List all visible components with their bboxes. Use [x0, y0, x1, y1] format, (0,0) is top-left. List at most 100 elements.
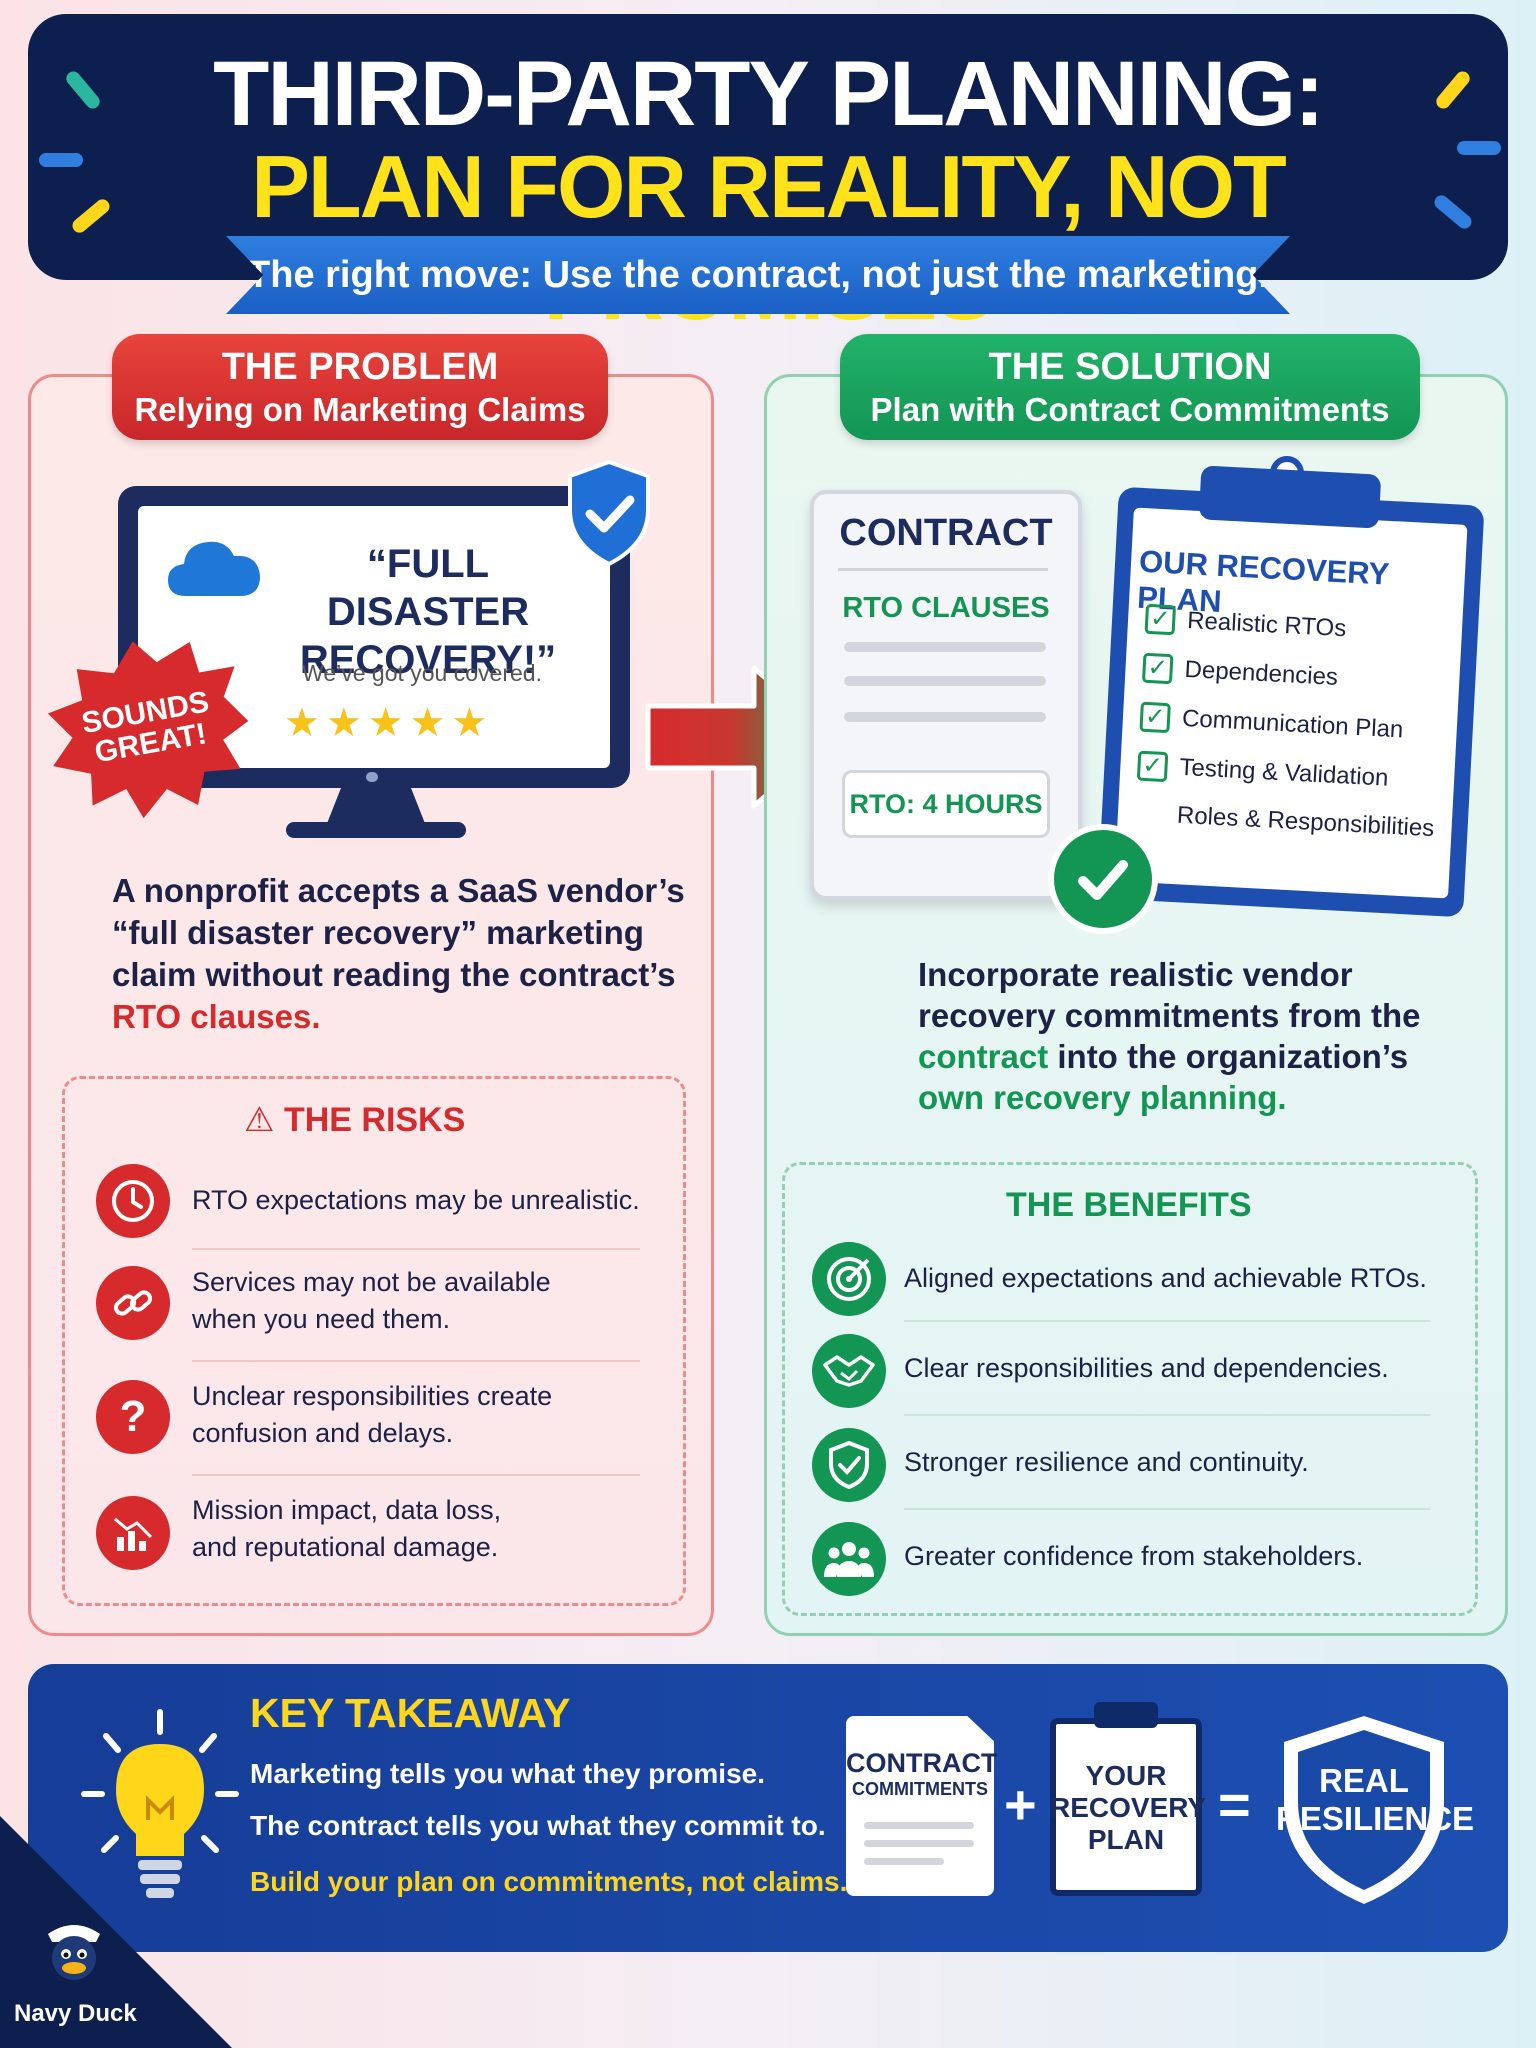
people-icon — [812, 1522, 886, 1596]
solution-text-line1: Incorporate realistic vendor — [918, 956, 1353, 993]
risk-item-3: Unclear responsibilities create confusio… — [192, 1378, 552, 1452]
divider — [192, 1474, 640, 1476]
shield-check-badge-icon — [568, 459, 650, 567]
plan-label-line1: YOUR — [1085, 1760, 1167, 1791]
cloud-icon — [168, 541, 260, 596]
checkbox-checked-icon: ✓ — [1139, 701, 1171, 734]
risk-item-2: Services may not be available when you n… — [192, 1264, 551, 1338]
contract-text-line — [844, 642, 1046, 652]
risk-3-line1: Unclear responsibilities create — [192, 1381, 553, 1411]
duck-mascot-icon — [48, 1925, 100, 1980]
question-icon: ? — [96, 1380, 170, 1454]
monitor-stand — [326, 788, 426, 826]
real-resilience-label: REAL RESILIENCE — [1276, 1762, 1475, 1838]
takeaway-line1: Marketing tells you what they promise. — [250, 1758, 766, 1789]
takeaway-line3: Build your plan on commitments, not clai… — [250, 1866, 848, 1897]
solution-description: Incorporate realistic vendor recovery co… — [918, 954, 1438, 1118]
contract-rule — [838, 568, 1048, 571]
quote-line2: RECOVERY!” — [299, 638, 557, 682]
shield-check-icon — [812, 1428, 886, 1502]
problem-text-line2: “full disaster recovery” marketing — [112, 914, 644, 951]
risk-2-line1: Services may not be available — [192, 1267, 551, 1297]
problem-heading-pill: THE PROBLEM Relying on Marketing Claims — [112, 334, 608, 440]
clipboard-clip — [1198, 465, 1382, 529]
doc-text-line — [864, 1822, 974, 1829]
lightbulb-icon — [81, 1709, 239, 1898]
clipboard-clip — [1094, 1702, 1158, 1728]
your-recovery-plan-label: YOUR RECOVERY PLAN — [1050, 1760, 1207, 1856]
risks-title: ⚠ THE RISKS — [244, 1100, 465, 1140]
contract-text-line — [844, 676, 1046, 686]
resilience-shield-icon — [1284, 1716, 1444, 1904]
doc-text-line — [864, 1858, 944, 1865]
plus-sign: + — [1004, 1773, 1037, 1836]
takeaway-line2: The contract tells you what they commit … — [250, 1810, 826, 1841]
plan-label-line2: RECOVERY — [1050, 1792, 1207, 1823]
sparkle-icon — [39, 153, 83, 167]
subtitle-text: The right move: Use the contract, not ju… — [247, 253, 1269, 296]
plan-item: ✓ Communication Plan — [1139, 701, 1460, 749]
rto-clauses-label: RTO CLAUSES — [842, 592, 1050, 624]
divider — [904, 1508, 1430, 1510]
contract-commitments-document-icon — [846, 1716, 994, 1896]
declining-chart-icon — [96, 1496, 170, 1570]
problem-text-line1: A nonprofit accepts a SaaS vendor’s — [112, 872, 685, 909]
broken-link-icon — [96, 1266, 170, 1340]
plan-item: ✓ Testing & Validation — [1136, 750, 1458, 798]
equals-sign: = — [1218, 1773, 1251, 1836]
doc-label-line2: COMMITMENTS — [852, 1779, 988, 1799]
doc-text-line — [864, 1840, 974, 1847]
five-star-rating: ★★★★★ — [284, 701, 494, 745]
sparkle-icon — [1457, 141, 1501, 155]
solution-text-line3-rest: into the organization’s — [1048, 1038, 1409, 1075]
brand-name: Navy Duck — [14, 2000, 137, 2027]
solution-subheading: Plan with Contract Commitments — [870, 390, 1390, 428]
result-line2: RESILIENCE — [1276, 1800, 1475, 1837]
risk-3-line2: confusion and delays. — [192, 1418, 454, 1448]
target-icon — [812, 1242, 886, 1316]
benefit-item-1: Aligned expectations and achievable RTOs… — [904, 1263, 1427, 1293]
monitor-power-dot — [366, 772, 378, 782]
risk-1-line1: RTO expectations may be unrealistic. — [192, 1185, 640, 1215]
marketing-quote: “FULL DISASTER RECOVERY!” — [268, 540, 588, 684]
solution-text-line3: contract into the organization’s — [918, 1036, 1438, 1077]
divider — [904, 1414, 1430, 1416]
contract-text-line — [844, 712, 1046, 722]
checkbox-checked-icon: ✓ — [1136, 750, 1169, 783]
plan-label-line3: PLAN — [1087, 1824, 1165, 1855]
benefit-item-4: Greater confidence from stakeholders. — [904, 1541, 1364, 1571]
solution-text-line2: recovery commitments from the — [918, 997, 1421, 1034]
key-takeaway-banner — [28, 1664, 1508, 1952]
page-title-line1: THIRD-PARTY PLANNING: — [213, 43, 1325, 145]
monitor-base — [286, 822, 466, 838]
checkbox-checked-icon: ✓ — [1141, 652, 1174, 685]
benefits-title: THE BENEFITS — [1006, 1186, 1252, 1224]
approved-check-icon — [1048, 824, 1158, 934]
doc-label-line1: CONTRACT — [846, 1748, 998, 1778]
plan-item-label: Testing & Validation — [1178, 753, 1390, 792]
risks-title-text: THE RISKS — [283, 1101, 466, 1139]
benefit-item-3: Stronger resilience and continuity. — [904, 1447, 1309, 1477]
solution-text-contract: contract — [918, 1038, 1049, 1075]
risk-4-line1: Mission impact, data loss, — [192, 1495, 502, 1525]
divider — [904, 1320, 1430, 1322]
handshake-icon — [812, 1334, 886, 1408]
recovery-plan-list: ✓ Realistic RTOs ✓ Dependencies ✓ Commun… — [1134, 603, 1465, 844]
benefit-item-2: Clear responsibilities and dependencies. — [904, 1353, 1389, 1383]
risk-2-line2: when you need them. — [192, 1304, 451, 1334]
quote-line1: “FULL DISASTER — [326, 542, 530, 634]
contract-title: CONTRACT — [839, 512, 1053, 554]
solution-heading: THE SOLUTION — [988, 345, 1272, 388]
risks-box — [62, 1076, 686, 1606]
plan-item-label: Realistic RTOs — [1186, 606, 1347, 643]
problem-text-line3: claim without reading the contract’s — [112, 956, 676, 993]
problem-description: A nonprofit accepts a SaaS vendor’s “ful… — [112, 870, 692, 1038]
clock-icon — [96, 1164, 170, 1238]
checkbox-checked-icon: ✓ — [1144, 603, 1177, 636]
plan-item-label: Dependencies — [1183, 655, 1339, 691]
solution-text-line4: own recovery planning. — [918, 1079, 1287, 1116]
plan-item: ✓ Dependencies — [1141, 652, 1463, 700]
risk-4-line2: and reputational damage. — [192, 1532, 499, 1562]
solution-heading-pill: THE SOLUTION Plan with Contract Commitme… — [840, 334, 1420, 440]
plan-item-label: Communication Plan — [1181, 704, 1404, 744]
